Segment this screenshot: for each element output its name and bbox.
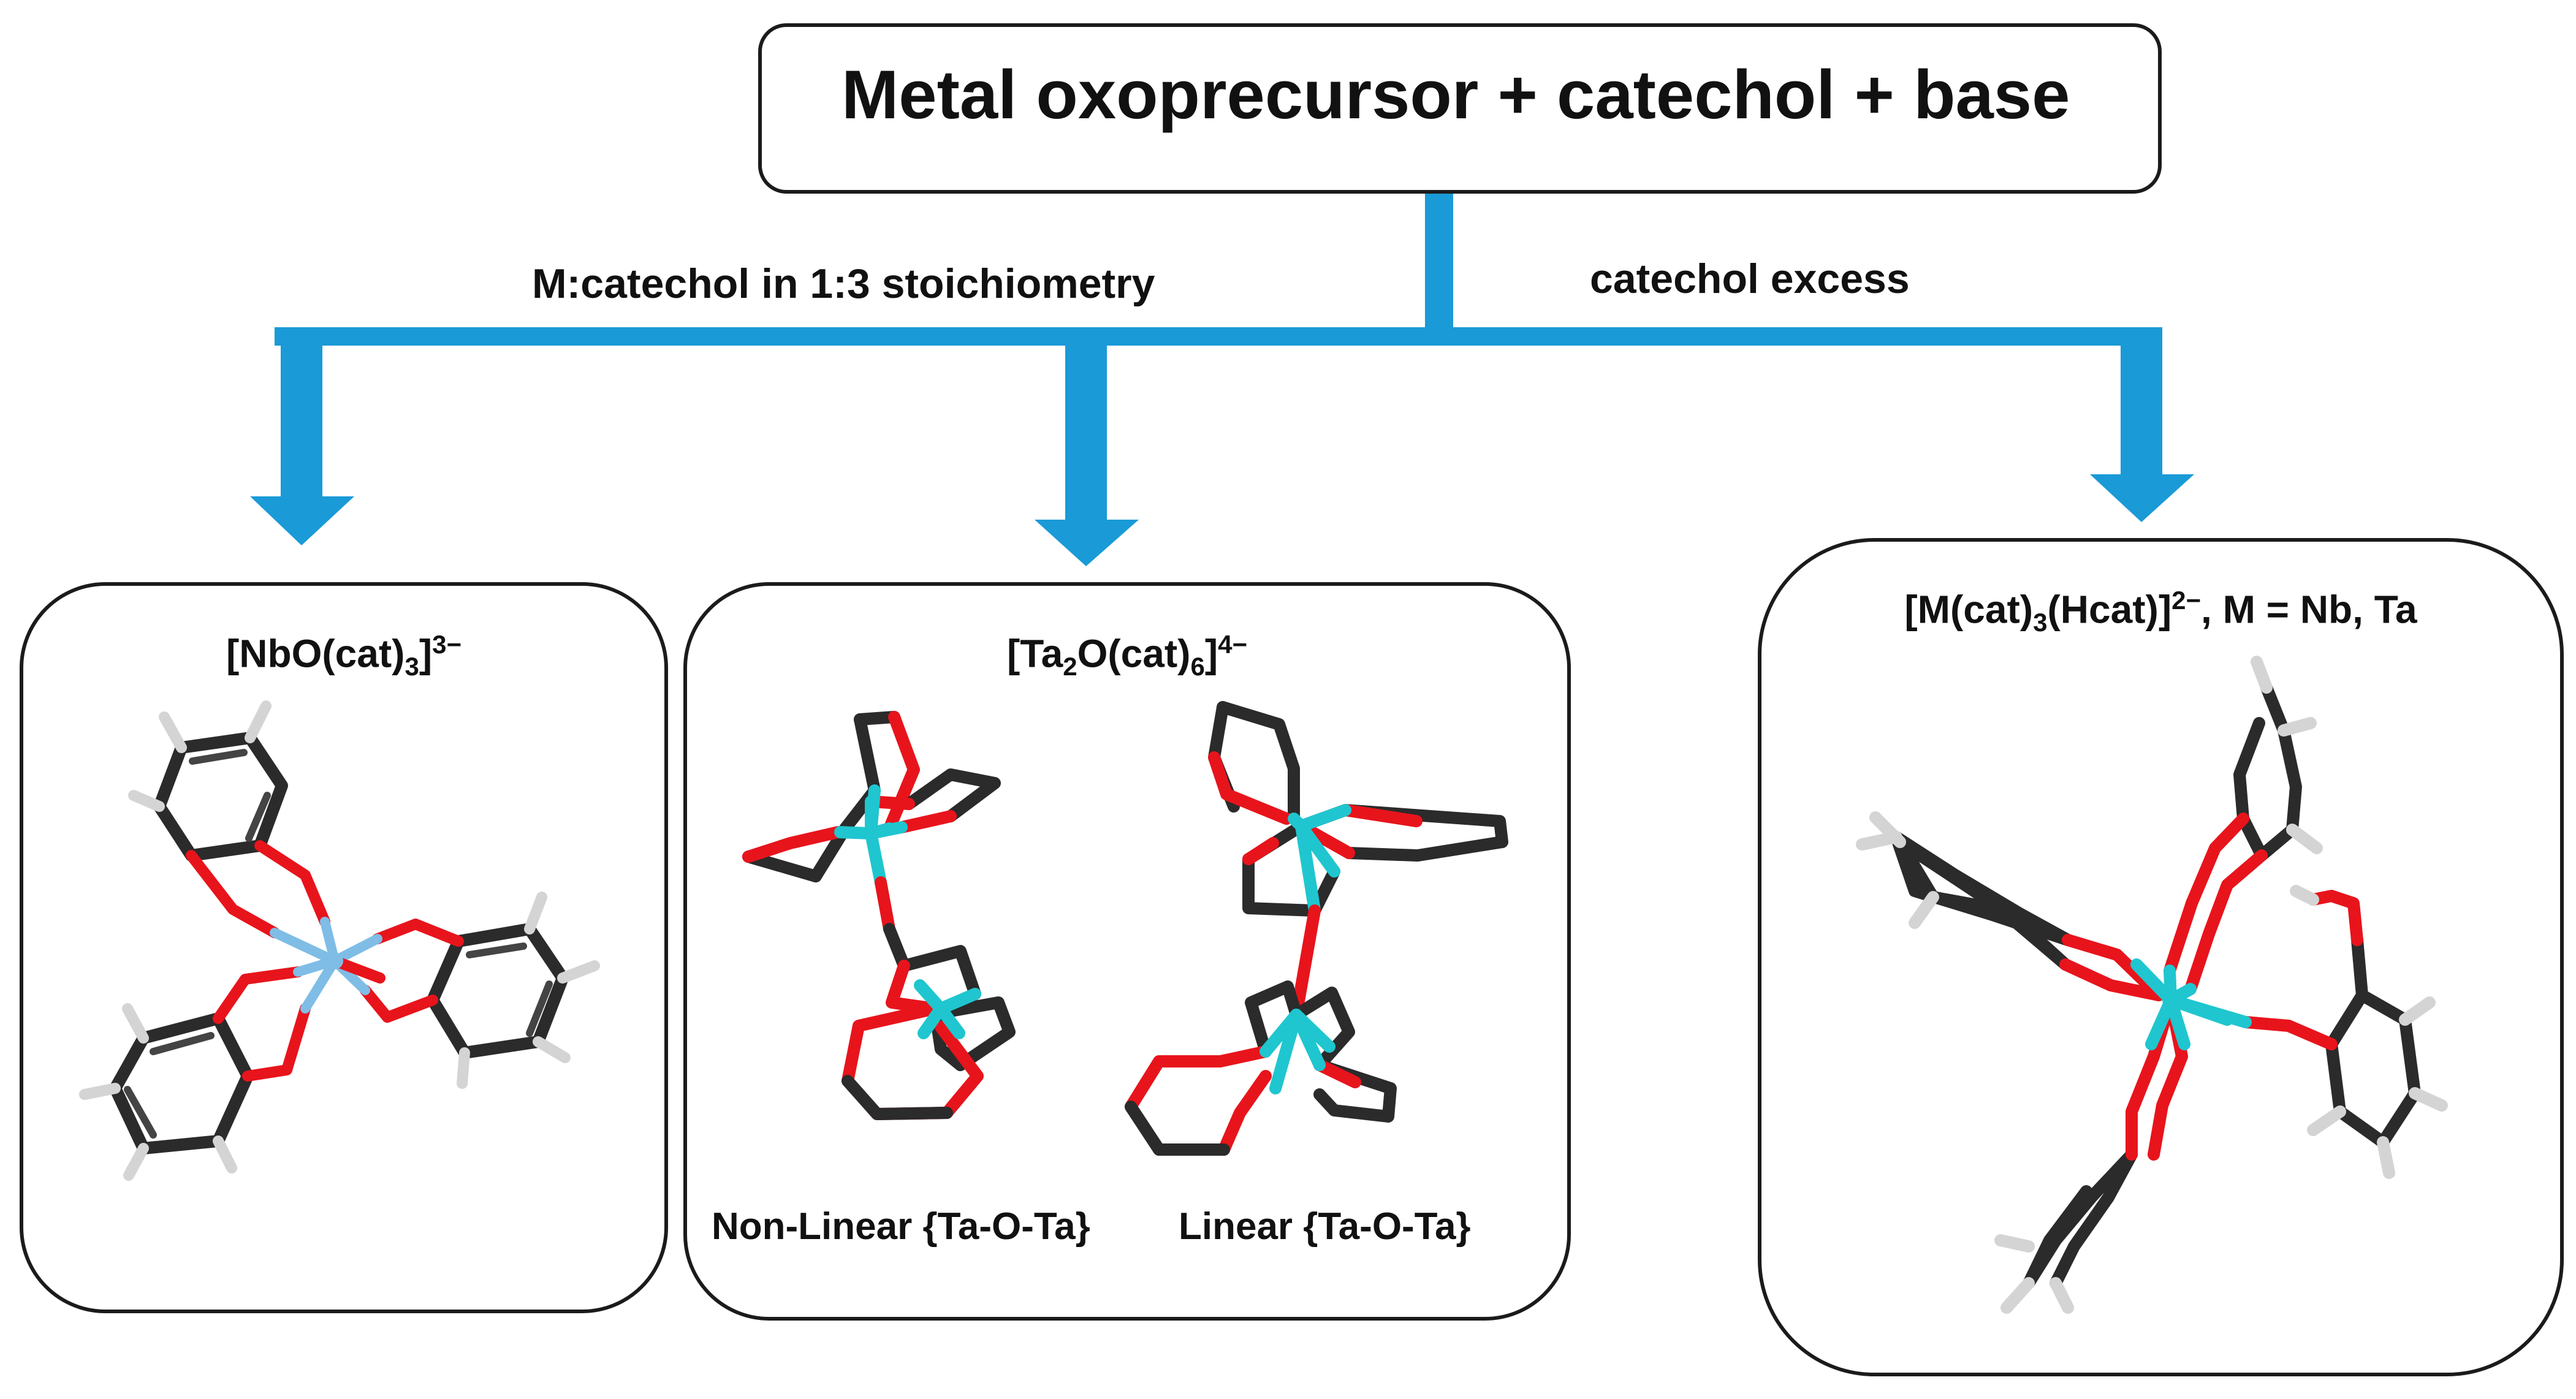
reactants-title: Metal oxoprecursor + catechol + base (842, 56, 2070, 133)
mcat-ring-upper (2164, 656, 2323, 1006)
nonlinear-label: Non-Linear {Ta-O-Ta} (712, 1205, 1090, 1248)
nonlinear-dimer (742, 711, 1016, 1120)
branch-stem-right (2121, 344, 2162, 476)
nb-center (326, 952, 343, 969)
ta2-formula: [Ta2O(cat)6]4− (1006, 630, 1248, 681)
reactants-box: Metal oxoprecursor + catechol + base (758, 23, 2162, 194)
nbo-ring-lower-left (79, 956, 340, 1181)
mcat-structure (1856, 656, 2448, 1314)
mcat-formula: [M(cat)3(Hcat)]2−, M = Nb, Ta (1904, 586, 2417, 637)
mcat-ring-lower (1994, 994, 2190, 1314)
nbo-ring-right (329, 892, 600, 1089)
stoichiometry-label: M:catechol in 1:3 stoichiometry (532, 260, 1155, 307)
arrowhead-right (2090, 474, 2194, 522)
branch-stem-left (281, 344, 322, 498)
product-box-mcat: [M(cat)3(Hcat)]2−, M = Nb, Ta (1758, 538, 2564, 1376)
arrowhead-middle (1035, 520, 1139, 566)
linear-dimer (1125, 701, 1508, 1156)
nbo-structure (79, 700, 600, 1181)
ta2-structures (742, 701, 1508, 1156)
catechol-excess-label: catechol excess (1590, 256, 1910, 302)
product-box-ta2: [Ta2O(cat)6]4− (683, 582, 1571, 1321)
nbo-ring-upper (128, 700, 340, 966)
product-box-nbo: [NbO(cat)3]3− (20, 582, 668, 1313)
nbo-formula: [NbO(cat)3]3− (226, 630, 462, 681)
mcat-ring-left (1856, 811, 2165, 1001)
trunk-connector (1425, 194, 1453, 332)
branch-stem-middle (1065, 344, 1107, 521)
arrowhead-left (250, 496, 354, 545)
linear-label: Linear {Ta-O-Ta} (1179, 1205, 1471, 1248)
branch-bar (275, 327, 2162, 346)
metal-center (2162, 991, 2179, 1009)
